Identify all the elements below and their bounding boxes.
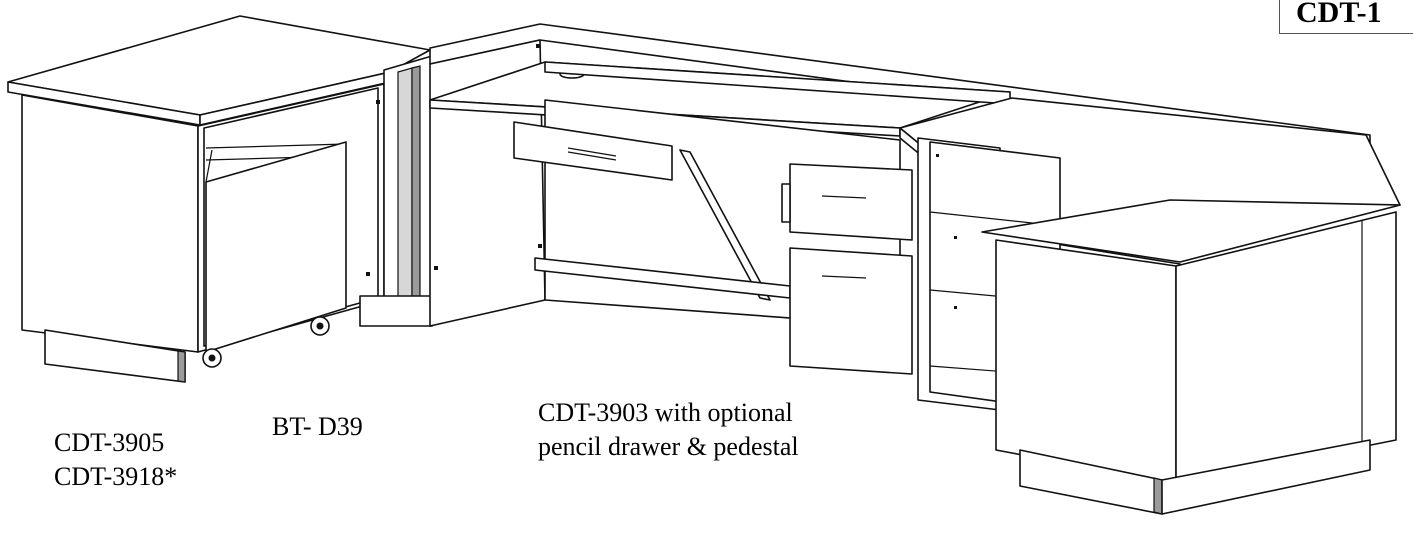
right-cabinet-side [1175, 211, 1397, 485]
pedestal-bottom-drawer [789, 247, 913, 375]
bridge-connector [359, 55, 433, 327]
drawer-handle-icon [567, 147, 617, 157]
left-cabinet-label-1: CDT-3905 [54, 428, 165, 457]
center-desk-label-2: pencil drawer & pedestal [538, 432, 799, 461]
pull-out-drawer-front [205, 141, 347, 353]
pedestal-top-drawer [789, 163, 913, 241]
bridge-label: BT- D39 [272, 412, 363, 441]
model-badge: CDT-1 [1279, 0, 1413, 34]
pencil-drawer [513, 121, 673, 181]
right-cabinet-top [981, 199, 1401, 263]
center-desk-label-1: CDT-3903 with optional [538, 398, 793, 427]
right-corner-unit [899, 97, 1401, 515]
right-cabinet-front [995, 239, 1177, 485]
left-cabinet [7, 15, 431, 383]
left-cabinet-label-2: CDT-3918* [54, 462, 178, 491]
drawer-handle-icon [821, 275, 867, 279]
left-cabinet-front [21, 94, 199, 353]
model-badge-text: CDT-1 [1296, 0, 1382, 29]
drawer-handle-icon [821, 195, 867, 199]
